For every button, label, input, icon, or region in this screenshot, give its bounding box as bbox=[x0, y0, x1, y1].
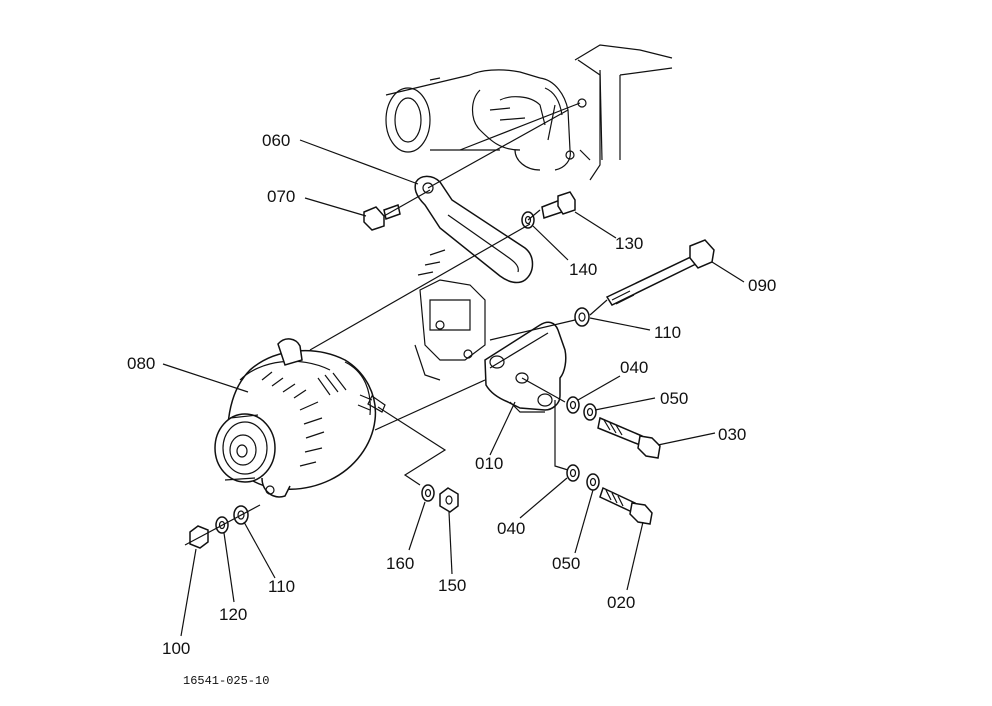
label-150: 150 bbox=[438, 576, 466, 595]
label-140: 140 bbox=[569, 260, 597, 279]
leader-lines bbox=[162, 139, 745, 637]
label-040-upper: 040 bbox=[620, 358, 648, 377]
washer-040-upper bbox=[566, 396, 580, 414]
alternator-mount-bracket bbox=[484, 321, 567, 413]
label-160: 160 bbox=[386, 554, 414, 573]
label-110-lower: 110 bbox=[268, 577, 295, 596]
label-030: 030 bbox=[718, 425, 746, 444]
drawing-code: 16541-025-10 bbox=[183, 674, 269, 688]
bolt-070 bbox=[363, 204, 401, 231]
label-050-lower: 050 bbox=[552, 554, 580, 573]
alternator bbox=[214, 338, 386, 498]
lock-washer-050-upper bbox=[583, 403, 597, 421]
long-bolt-090 bbox=[605, 239, 715, 306]
washer-160 bbox=[421, 484, 435, 502]
washer-110-upper bbox=[574, 307, 590, 327]
label-110-upper: 110 bbox=[654, 323, 681, 342]
label-010: 010 bbox=[475, 454, 503, 473]
bolt-130 bbox=[541, 191, 576, 219]
nut-150 bbox=[439, 487, 459, 513]
engine-mount-boss bbox=[414, 249, 486, 381]
callout-labels: 060 070 130 140 090 110 040 050 030 080 … bbox=[127, 131, 776, 688]
engine-block-outline bbox=[385, 44, 673, 181]
label-090: 090 bbox=[748, 276, 776, 295]
label-050-upper: 050 bbox=[660, 389, 688, 408]
bolt-030 bbox=[597, 416, 661, 459]
label-070: 070 bbox=[267, 187, 295, 206]
lock-washer-050-lower bbox=[586, 473, 600, 491]
bolt-020 bbox=[599, 486, 653, 525]
label-100: 100 bbox=[162, 639, 190, 658]
washer-040-lower bbox=[566, 464, 580, 482]
label-040-lower: 040 bbox=[497, 519, 525, 538]
assembly-axes bbox=[184, 102, 608, 546]
label-080: 080 bbox=[127, 354, 155, 373]
label-060: 060 bbox=[262, 131, 290, 150]
label-130: 130 bbox=[615, 234, 643, 253]
label-020: 020 bbox=[607, 593, 635, 612]
label-120: 120 bbox=[219, 605, 247, 624]
stay-bracket bbox=[414, 175, 534, 284]
